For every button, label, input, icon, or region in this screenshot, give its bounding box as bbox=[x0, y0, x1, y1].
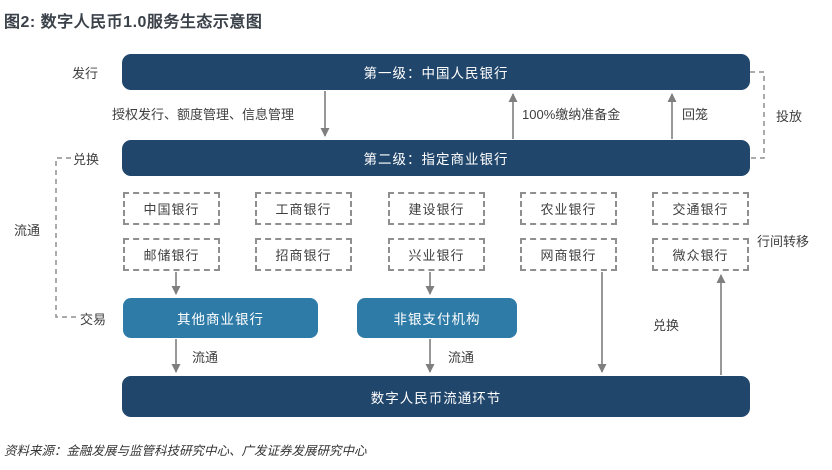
label-circulate-2: 流通 bbox=[448, 350, 475, 365]
bank-box: 网商银行 bbox=[520, 238, 617, 271]
bank-box: 邮储银行 bbox=[123, 238, 220, 271]
figure-title: 图2: 数字人民币1.0服务生态示意图 bbox=[4, 14, 263, 31]
label-recall: 回笼 bbox=[682, 107, 709, 122]
dashed-connector-right bbox=[750, 71, 765, 159]
label-circulate-1: 流通 bbox=[192, 350, 219, 365]
label-issue: 发行 bbox=[72, 66, 99, 81]
bank-box: 交通银行 bbox=[652, 192, 749, 225]
label-exchange-mid: 兑换 bbox=[653, 318, 680, 333]
bank-box: 工商银行 bbox=[255, 192, 352, 225]
label-exchange-left: 兑换 bbox=[73, 152, 100, 167]
label-authorize: 授权发行、额度管理、信息管理 bbox=[112, 107, 295, 122]
tier1-bar: 第一级：中国人民银行 bbox=[122, 54, 750, 90]
label-circulate-left: 流通 bbox=[14, 223, 41, 238]
other-commercial-banks-box: 其他商业银行 bbox=[123, 298, 318, 338]
bank-box: 农业银行 bbox=[520, 192, 617, 225]
nonbank-payment-box: 非银支付机构 bbox=[357, 298, 517, 338]
tier2-bar: 第二级：指定商业银行 bbox=[122, 140, 750, 176]
circulation-bar: 数字人民币流通环节 bbox=[122, 376, 750, 417]
bank-box: 招商银行 bbox=[255, 238, 352, 271]
bank-box: 兴业银行 bbox=[388, 238, 485, 271]
source-note: 资料来源：金融发展与监管科技研究中心、广发证券发展研究中心 bbox=[4, 444, 367, 458]
dashed-connector-left bbox=[55, 157, 77, 318]
label-inject: 投放 bbox=[776, 109, 803, 124]
label-reserve: 100%缴纳准备金 bbox=[522, 107, 621, 122]
label-interbank-transfer: 行间转移 bbox=[757, 234, 810, 249]
bank-box: 建设银行 bbox=[388, 192, 485, 225]
bank-box: 中国银行 bbox=[123, 192, 220, 225]
label-trade: 交易 bbox=[80, 312, 107, 327]
bank-box: 微众银行 bbox=[652, 238, 749, 271]
